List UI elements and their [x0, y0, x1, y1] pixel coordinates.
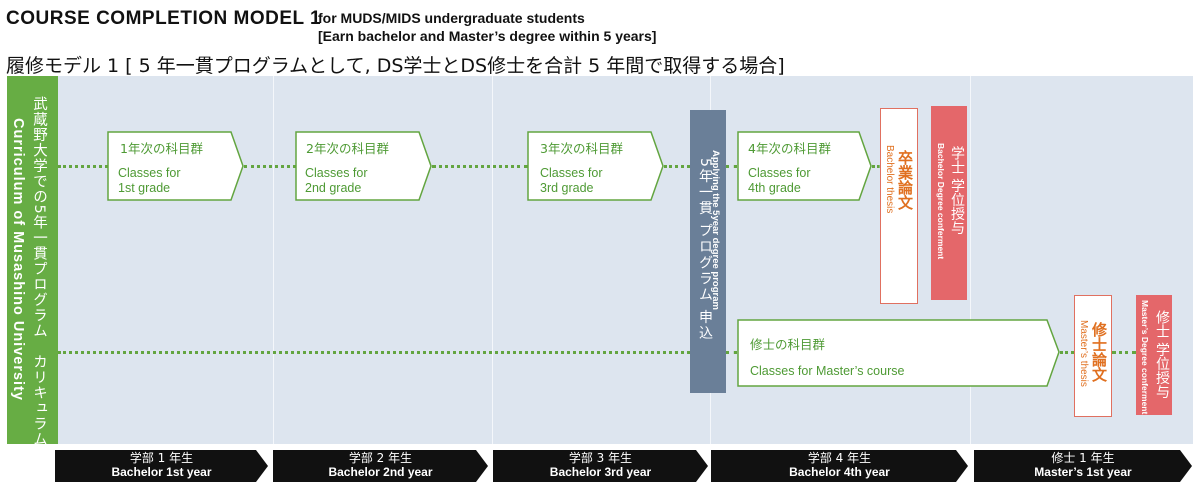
masters-course-jp: 修士の科目群	[750, 337, 826, 352]
flow-line	[664, 165, 690, 168]
master-thesis-en: Master’s thesis	[1078, 320, 1089, 387]
flow-line	[726, 351, 737, 354]
course-4-jp: 4年次の科目群	[748, 141, 831, 156]
course-chevron-4	[737, 131, 872, 201]
year-3-jp: 学部 3 年生	[568, 451, 633, 465]
year-label-1: 学部 1 年生 Bachelor 1st year	[55, 451, 268, 479]
master-degree-jp: 修士 学位授与	[1154, 310, 1170, 399]
course-4-en-line1: Classes for	[748, 166, 811, 180]
column-divider	[492, 76, 493, 444]
masters-course-chevron	[737, 319, 1060, 387]
course-3-jp: 3年次の科目群	[540, 141, 623, 156]
flow-line	[432, 165, 528, 168]
flow-line	[726, 165, 737, 168]
bachelor-degree-jp: 学士 学位授与	[949, 146, 965, 235]
year-label-4: 学部 4 年生 Bachelor 4th year	[711, 451, 968, 479]
flow-line	[244, 165, 296, 168]
flow-line	[872, 165, 880, 168]
bachelor-thesis-en: Bachelor thesis	[884, 145, 895, 214]
bachelor-degree-en: Bachelor Degree conferment	[936, 143, 946, 260]
title-main: COURSE COMPLETION MODEL 1	[6, 8, 322, 29]
course-4-en-line2: 4th grade	[748, 181, 801, 195]
flow-line	[58, 165, 108, 168]
master-degree-box	[1136, 295, 1172, 415]
year-label-5: 修士 1 年生 Master’s 1st year	[974, 451, 1192, 479]
year-2-en: Bachelor 2nd year	[328, 465, 433, 479]
year-4-jp: 学部 4 年生	[807, 451, 872, 465]
bachelor-thesis-jp: 卒業論文	[896, 150, 914, 210]
course-chevron-3	[527, 131, 664, 201]
year-arrow-4	[711, 450, 968, 482]
year-4-en: Bachelor 4th year	[789, 465, 890, 479]
course-1-en-line2: 1st grade	[118, 181, 171, 195]
curriculum-label-jp: 武蔵野大学での5年一貫プログラム カリキュラム	[31, 96, 47, 448]
master-thesis-jp: 修士論文	[1090, 322, 1108, 382]
year-arrow-3	[493, 450, 708, 482]
year-arrow-1	[55, 450, 268, 482]
title-subtitle-line2: [Earn bachelor and Master’s degree withi…	[318, 28, 657, 44]
year-arrow-2	[273, 450, 488, 482]
year-label-3: 学部 3 年生 Bachelor 3rd year	[493, 451, 708, 479]
flow-line	[1060, 351, 1074, 354]
year-1-en: Bachelor 1st year	[111, 465, 212, 479]
title-japanese: 履修モデル 1 [ 5 年一貫プログラムとして, DS学士とDS修士を合計 5 …	[6, 55, 785, 77]
course-chevron-1	[107, 131, 244, 201]
application-box	[690, 110, 726, 393]
year-5-jp: 修士 1 年生	[1051, 451, 1115, 465]
year-arrow-5	[974, 450, 1192, 482]
flow-line	[1112, 351, 1136, 354]
masters-course-en: Classes for Master’s course	[750, 364, 905, 378]
flow-line	[58, 351, 690, 354]
application-label-en: Applying the 5year degree program	[710, 150, 721, 310]
course-chevron-2	[295, 131, 432, 201]
year-3-en: Bachelor 3rd year	[549, 465, 652, 479]
year-2-jp: 学部 2 年生	[348, 451, 413, 465]
course-2-en-line1: Classes for	[305, 166, 368, 180]
course-1-en-line1: Classes for	[118, 166, 181, 180]
application-label-jp: 5年一貫 プログラム 申込	[697, 158, 713, 342]
year-5-en: Master’s 1st year	[1034, 465, 1132, 479]
column-divider	[273, 76, 274, 444]
curriculum-label-en: Curriculum of Musashino University	[10, 118, 26, 401]
column-divider	[970, 76, 971, 444]
course-2-jp: 2年次の科目群	[306, 141, 389, 156]
bachelor-thesis-box	[880, 108, 918, 304]
course-3-en-line1: Classes for	[540, 166, 603, 180]
bachelor-degree-box	[931, 106, 967, 300]
master-thesis-box	[1074, 295, 1112, 417]
title-subtitle-line1: for MUDS/MIDS undergraduate students	[318, 10, 585, 26]
course-1-jp: 1年次の科目群	[120, 141, 203, 156]
course-3-en-line2: 3rd grade	[540, 181, 594, 195]
year-1-jp: 学部 1 年生	[129, 451, 194, 465]
course-2-en-line2: 2nd grade	[305, 181, 362, 195]
master-degree-en: Master’s Degree conferment	[1140, 300, 1150, 415]
curriculum-bar	[7, 76, 58, 444]
year-label-2: 学部 2 年生 Bachelor 2nd year	[273, 451, 488, 479]
